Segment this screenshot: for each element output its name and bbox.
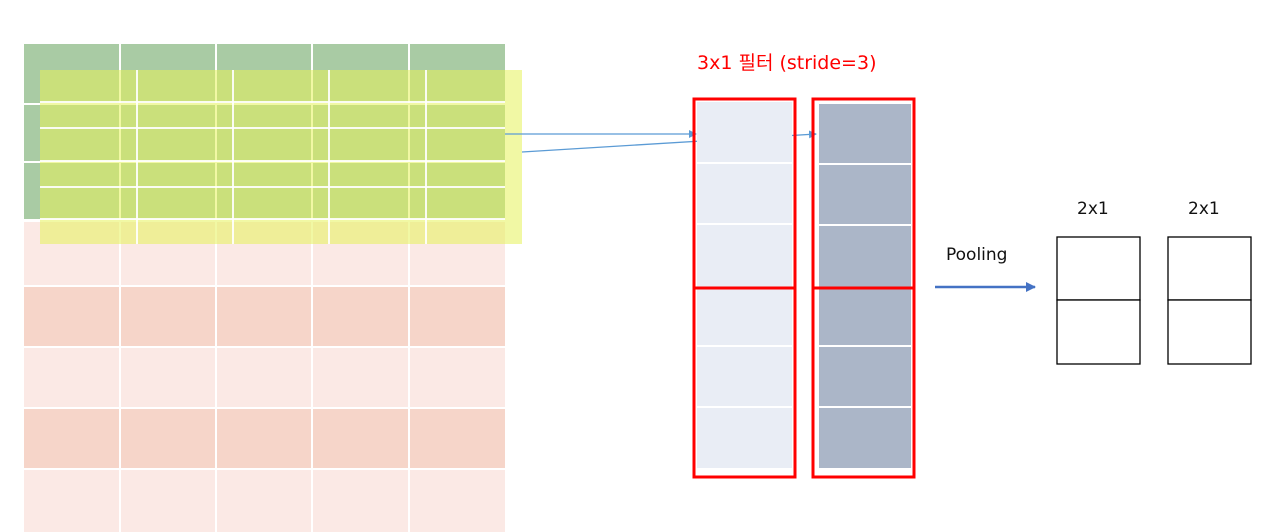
input-row bbox=[24, 470, 505, 532]
pooling-label: Pooling bbox=[946, 245, 1008, 265]
filter-title: 3x1 필터 (stride=3) bbox=[697, 52, 877, 74]
highlight-window bbox=[40, 70, 522, 244]
feature-column-light bbox=[697, 102, 792, 468]
output-label-2: 2x1 bbox=[1188, 199, 1220, 219]
filter-outlines bbox=[692, 97, 916, 479]
output-box-1 bbox=[1056, 236, 1141, 365]
output-box-2 bbox=[1167, 236, 1252, 365]
filter-box-right-bottom bbox=[811, 286, 916, 479]
input-row bbox=[24, 348, 505, 407]
input-row bbox=[24, 409, 505, 468]
output-label-1: 2x1 bbox=[1077, 199, 1109, 219]
feature-column-dark bbox=[819, 104, 911, 468]
highlight-overlay bbox=[40, 70, 522, 244]
input-row bbox=[24, 287, 505, 346]
filter-box-left-bottom bbox=[692, 286, 797, 479]
